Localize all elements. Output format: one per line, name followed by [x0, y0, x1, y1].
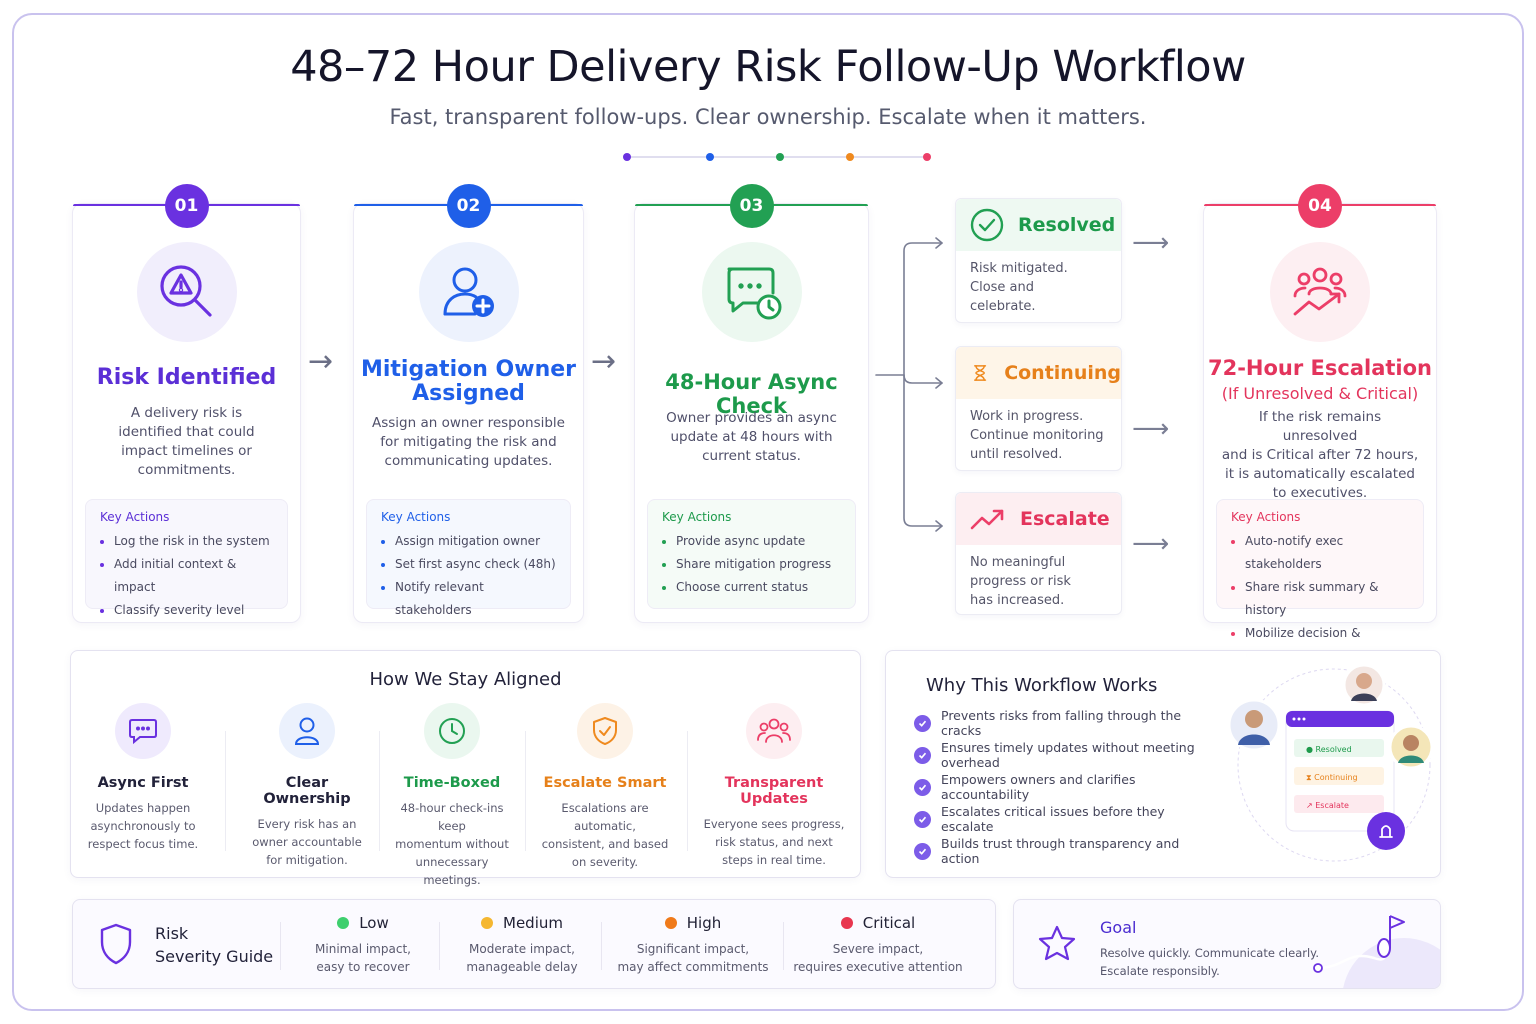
chat-icon — [115, 703, 171, 759]
outcome-continuing: Continuing Work in progress.Continue mon… — [955, 346, 1122, 471]
why-item: Escalates critical issues before they es… — [914, 803, 1214, 835]
goal-description: Resolve quickly. Communicate clearly.Esc… — [1100, 946, 1319, 978]
step-badge: 03 — [729, 184, 774, 228]
check-icon — [914, 810, 931, 828]
goal-flag-illustration — [1313, 915, 1440, 988]
key-action-item: Classify severity level — [100, 599, 273, 622]
why-title: Why This Workflow Works — [926, 675, 1158, 696]
shield-icon — [100, 923, 132, 965]
shield-check-icon — [577, 703, 633, 759]
key-action-item: Log the risk in the system — [100, 530, 273, 553]
search-alert-icon — [136, 242, 237, 342]
why-list: Prevents risks from falling through the … — [914, 707, 1214, 867]
key-action-item: Notify relevant stakeholders — [381, 576, 556, 622]
branch-connector — [875, 237, 943, 532]
why-item: Builds trust through transparency and ac… — [914, 835, 1214, 867]
check-icon — [914, 746, 931, 764]
check-icon — [914, 778, 931, 796]
key-action-item: Set first async check (48h) — [381, 553, 556, 576]
step-title: Risk Identified — [96, 365, 277, 390]
arrow-right-icon: → — [308, 344, 334, 379]
mini-status-escalate: ↗ Escalate — [1306, 801, 1349, 810]
key-action-item: Share mitigation progress — [662, 553, 841, 576]
chat-clock-icon — [701, 242, 802, 342]
step-card-04: 04 72-Hour Escalation (If Unresolved & C… — [1203, 184, 1437, 663]
arrow-right-icon: ⟶ — [1132, 529, 1170, 559]
page-subtitle: Fast, transparent follow-ups. Clear owne… — [389, 105, 1147, 129]
step-badge: 02 — [446, 184, 491, 228]
key-action-item: Add initial context & impact — [100, 553, 273, 599]
page-title: 48–72 Hour Delivery Risk Follow-Up Workf… — [290, 42, 1246, 92]
aligned-item-escalate-smart: Escalate Smart Escalations are automatic… — [535, 703, 675, 871]
step-badge: 04 — [1298, 184, 1342, 228]
hourglass-icon — [974, 365, 987, 381]
arrow-right-icon: ⟶ — [1132, 414, 1170, 444]
trend-up-icon — [970, 509, 1004, 530]
step-title: 72-Hour Escalation — [1207, 356, 1432, 380]
key-action-item: Provide async update — [662, 530, 841, 553]
key-action-item: Choose current status — [662, 576, 841, 599]
step-badge: 01 — [164, 184, 209, 228]
star-icon — [1038, 925, 1076, 961]
user-icon — [279, 703, 335, 759]
aligned-panel: How We Stay Aligned Async First Updates … — [70, 650, 861, 887]
aligned-item-transparent-updates: Transparent Updates Everyone sees progre… — [699, 703, 849, 869]
check-circle-icon — [970, 208, 1004, 242]
check-icon — [914, 842, 931, 860]
goal-title: Goal — [1100, 918, 1137, 937]
arrow-right-icon: → — [591, 344, 617, 379]
why-item: Prevents risks from falling through the … — [914, 707, 1214, 739]
page-frame — [12, 13, 1524, 1011]
why-item: Empowers owners and clarifies accountabi… — [914, 771, 1214, 803]
goal-panel: Goal Resolve quickly. Communicate clearl… — [1013, 899, 1441, 989]
progress-dots — [623, 153, 931, 161]
step-title: 48-Hour Async Check — [665, 370, 838, 418]
team-trend-icon — [1270, 242, 1370, 342]
key-action-item: Share risk summary & history — [1231, 576, 1409, 622]
key-actions-box: Key Actions Auto-notify exec stakeholder… — [1216, 499, 1424, 663]
key-action-item: Assign mitigation owner — [381, 530, 556, 553]
clock-icon — [424, 703, 480, 759]
mini-status-resolved: ● Resolved — [1306, 745, 1352, 754]
key-action-item: Auto-notify exec stakeholders — [1231, 530, 1409, 576]
mini-status-continuing: ⧗ Continuing — [1306, 773, 1358, 782]
check-icon — [914, 714, 931, 732]
step-card-03: 03 48-Hour Async Check Owner provides an… — [634, 184, 869, 623]
step-subtitle: (If Unresolved & Critical) — [1221, 384, 1419, 403]
team-icon — [746, 703, 802, 759]
team-illustration — [1227, 663, 1434, 862]
why-item: Ensures timely updates without meeting o… — [914, 739, 1214, 771]
aligned-title: How We Stay Aligned — [369, 669, 562, 690]
why-panel: Why This Workflow Works Prevents risks f… — [885, 650, 1441, 878]
user-add-icon — [418, 242, 519, 342]
arrow-right-icon: ⟶ — [1132, 228, 1170, 258]
